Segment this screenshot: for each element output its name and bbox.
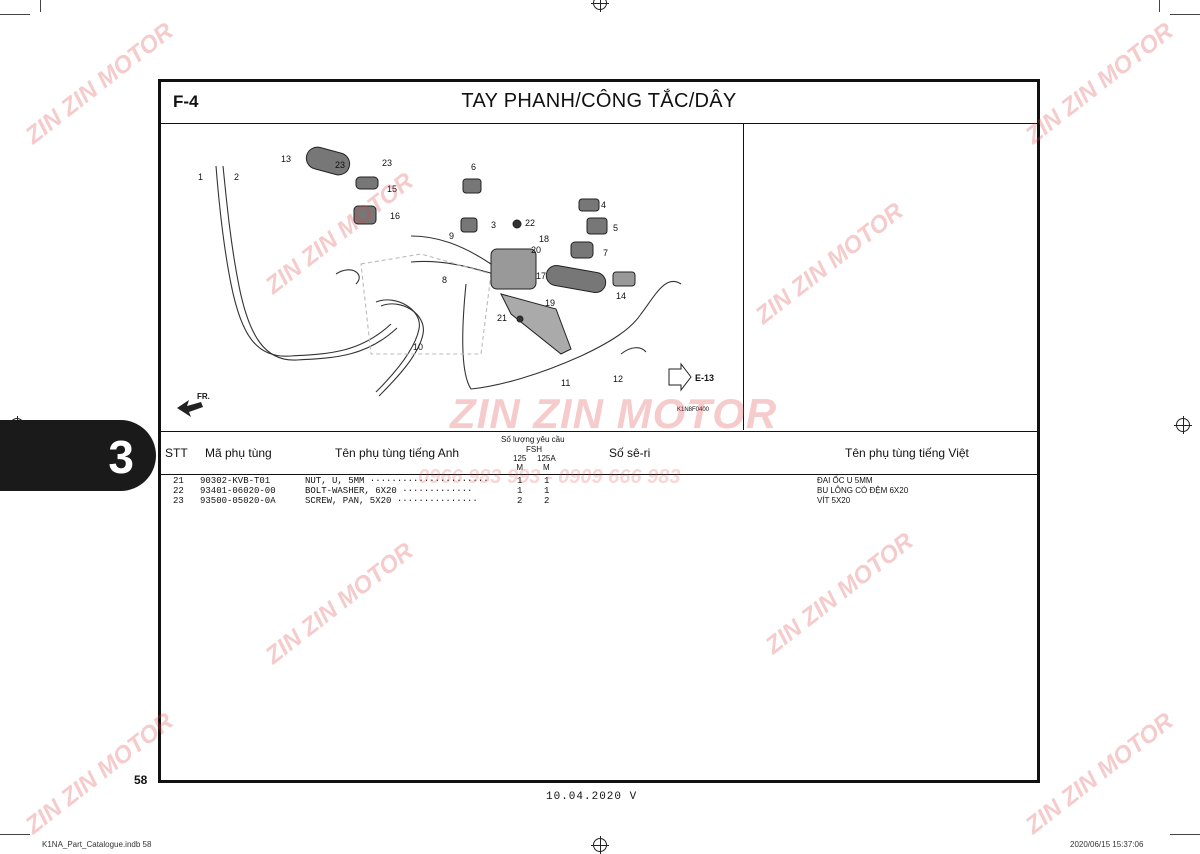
callout-6: 6 <box>471 162 476 172</box>
page-frame <box>158 79 1040 783</box>
col-qty-125: 125 M <box>513 454 527 472</box>
table-row: 21 90302-KVB-T01 NUT, U, 5MM ···········… <box>161 476 1037 486</box>
callout-3: 3 <box>491 220 496 230</box>
col-serial: Số sê-ri <box>609 446 651 460</box>
crop-mark <box>0 14 30 15</box>
row-qty-1: 1 <box>517 486 523 496</box>
callout-19: 19 <box>545 298 555 308</box>
row-name-en: NUT, U, 5MM ······················ <box>305 476 489 486</box>
row-stt: 21 <box>173 476 184 486</box>
callout-2: 2 <box>234 172 239 182</box>
row-name-en: BOLT-WASHER, 6X20 ············· <box>305 486 473 496</box>
crop-mark <box>40 0 41 12</box>
footer-file-name: K1NA_Part_Catalogue.indb 58 <box>42 840 152 849</box>
diagram-drawing: 1 2 13 23 23 15 16 6 3 22 18 20 4 5 7 9 … <box>177 146 714 417</box>
crop-mark <box>1170 14 1200 15</box>
diagram-blank-panel <box>744 124 1037 430</box>
crop-mark <box>1170 834 1200 835</box>
callout-13: 13 <box>281 154 291 164</box>
callout-20: 20 <box>531 245 541 255</box>
col-stt: STT <box>165 446 188 460</box>
callout-1: 1 <box>198 172 203 182</box>
section-tab-number: 3 <box>108 431 134 483</box>
callout-18: 18 <box>539 234 549 244</box>
row-part-no: 93401-06020-00 <box>200 486 276 496</box>
figure-code: K1N8F0400 <box>677 407 710 413</box>
col-part-no: Mã phụ tùng <box>205 446 272 460</box>
watermark-phone: 0966 983 993 - 0909 666 983 <box>418 466 681 488</box>
watermark-brand: ZIN ZIN MOTOR <box>1020 707 1179 840</box>
row-qty-2: 1 <box>544 476 550 486</box>
ref-label: E-13 <box>695 373 714 383</box>
col-qty-125a: 125A M <box>537 454 556 472</box>
table-row: 22 93401-06020-00 BOLT-WASHER, 6X20 ····… <box>161 486 1037 496</box>
row-qty-1: 2 <box>517 496 523 506</box>
row-name-vi: BU LÔNG CÓ ĐỆM 6X20 <box>817 486 909 495</box>
callout-5: 5 <box>613 223 618 233</box>
callout-16: 16 <box>390 211 400 221</box>
parts-table-header: STT Mã phụ tùng Tên phụ tùng tiếng Anh S… <box>161 431 1037 475</box>
col-qty-model: FSH <box>526 445 542 454</box>
watermark-brand: ZIN ZIN MOTOR <box>20 707 179 840</box>
watermark-brand: ZIN ZIN MOTOR <box>20 17 179 150</box>
page-title: TAY PHANH/CÔNG TẮC/DÂY <box>461 90 737 112</box>
section-tab: 3 <box>0 420 156 491</box>
table-row: 23 93500-05020-0A SCREW, PAN, 5X20 ·····… <box>161 496 1037 506</box>
callout-8: 8 <box>442 275 447 285</box>
callout-9: 9 <box>449 231 454 241</box>
row-name-vi: VÍT 5X20 <box>817 496 851 505</box>
registration-mark-right <box>1174 416 1192 434</box>
parts-table-body: 21 90302-KVB-T01 NUT, U, 5MM ···········… <box>161 476 1037 506</box>
col-qty-group: Số lượng yêu cầu <box>501 435 565 444</box>
front-label: FR. <box>197 392 210 401</box>
col-name-vi: Tên phụ tùng tiếng Việt <box>845 446 969 460</box>
callout-22: 22 <box>525 218 535 228</box>
callout-7: 7 <box>603 248 608 258</box>
footer-date: 10.04.2020 V <box>546 791 638 803</box>
watermark-brand: ZIN ZIN MOTOR <box>1020 17 1179 150</box>
row-qty-2: 1 <box>544 486 550 496</box>
row-qty-2: 2 <box>544 496 550 506</box>
callout-15: 15 <box>387 184 397 194</box>
row-stt: 23 <box>173 496 184 506</box>
callout-17: 17 <box>536 271 546 281</box>
registration-mark-bottom <box>591 836 609 854</box>
callout-21: 21 <box>497 313 507 323</box>
callout-12: 12 <box>613 374 623 384</box>
footer-timestamp: 2020/06/15 15:37:06 <box>1070 840 1144 849</box>
watermark-brand: ZIN ZIN MOTOR <box>450 390 778 437</box>
page-number: 58 <box>134 773 148 787</box>
title-bar: F-4 TAY PHANH/CÔNG TẮC/DÂY <box>161 82 1037 124</box>
row-name-vi: ĐAI ỐC U 5MM <box>817 476 873 485</box>
callout-14: 14 <box>616 291 626 301</box>
callout-11: 11 <box>561 378 570 388</box>
callout-23a: 23 <box>335 160 345 170</box>
row-name-en: SCREW, PAN, 5X20 ··············· <box>305 496 478 506</box>
crop-mark <box>1159 0 1160 12</box>
row-stt: 22 <box>173 486 184 496</box>
callout-10: 10 <box>413 342 423 352</box>
exploded-diagram: 1 2 13 23 23 15 16 6 3 22 18 20 4 5 7 9 … <box>161 124 744 430</box>
row-part-no: 90302-KVB-T01 <box>200 476 271 486</box>
row-qty-1: 1 <box>517 476 523 486</box>
callout-23b: 23 <box>382 158 392 168</box>
row-part-no: 93500-05020-0A <box>200 496 276 506</box>
section-code: F-4 <box>173 92 199 111</box>
col-name-en: Tên phụ tùng tiếng Anh <box>335 446 460 460</box>
crop-mark <box>0 834 30 835</box>
callout-4: 4 <box>601 200 606 210</box>
registration-mark-top <box>591 0 609 12</box>
